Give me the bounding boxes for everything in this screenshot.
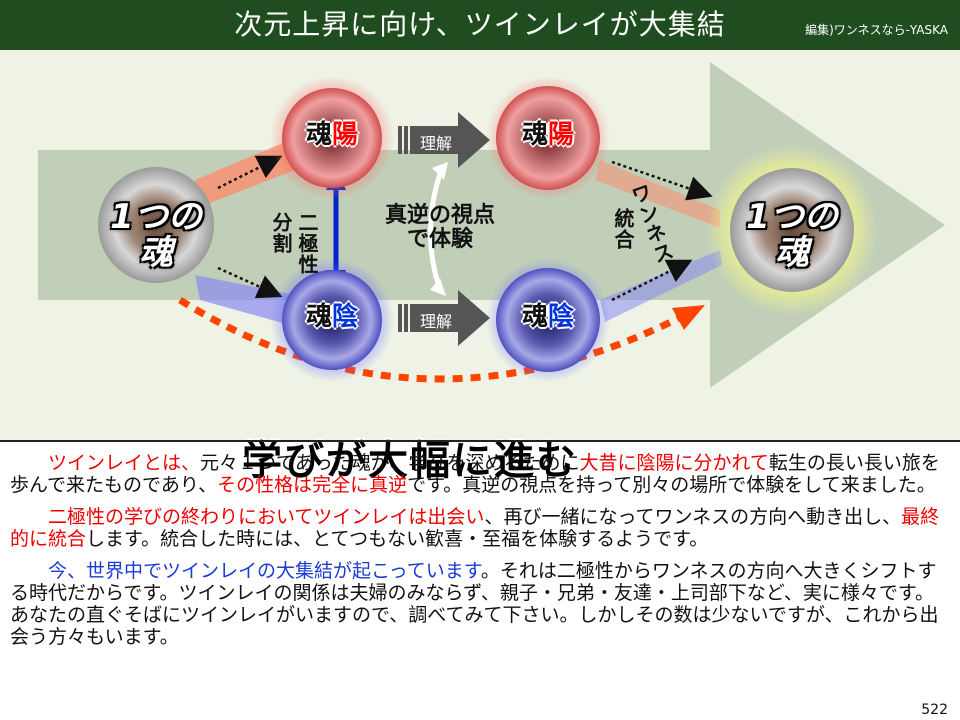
body-text: ツインレイとは、元々１つであった魂が、学びを深めるために大昔に陰陽に分かれて転生… — [10, 452, 940, 658]
white-curve-arrow — [428, 167, 445, 291]
right-soul-label: 1つの魂 — [746, 197, 838, 273]
integration-label: 統合 — [611, 208, 635, 250]
orb-one-soul-left — [98, 167, 214, 283]
paragraph-3: 今、世界中でツインレイの大集結が起こっています。それは二極性からワンネスの方向へ… — [10, 560, 939, 648]
arrow-to-yang — [217, 155, 283, 190]
understanding-arrow-top — [398, 112, 490, 168]
diagram-graphics — [38, 62, 945, 388]
yin-right-label: 魂陰 — [521, 302, 575, 332]
learning-caption: 学びが大幅に進む — [242, 438, 578, 484]
big-red-arrow — [178, 297, 687, 383]
orb-yin-right — [496, 268, 600, 372]
paragraph-2: 二極性の学びの終わりにおいてツインレイは出会い、再び一緒になってワンネスの方向へ… — [10, 506, 940, 550]
understanding-label-bottom: 理解 — [420, 312, 453, 331]
slide-title: 次元上昇に向け、ツインレイが大集結 — [234, 8, 726, 41]
duality-label: 二極性 — [295, 212, 319, 275]
blue-wedge-left — [195, 275, 295, 325]
arrow-to-yin — [217, 266, 283, 299]
opposite-view-label: 真逆の視点で体験 — [384, 203, 495, 252]
diagram-area: 1つの魂 1つの魂 魂陽 魂陰 魂陽 魂陰 理解 理解 二極性 分割 真逆の視点… — [0, 50, 960, 484]
orb-yang-left — [282, 88, 382, 188]
left-soul-label: 1つの魂 — [110, 197, 202, 273]
understanding-arrow-bottom — [398, 290, 490, 346]
red-wedge-right — [595, 160, 720, 228]
title-bar: 次元上昇に向け、ツインレイが大集結 編集)ワンネスなら-YASKA — [0, 0, 960, 50]
understanding-label-top: 理解 — [420, 134, 453, 153]
page-number: 522 — [921, 702, 948, 718]
section-divider — [0, 440, 960, 442]
background-arrow — [38, 62, 945, 388]
orb-yang-right — [496, 86, 600, 190]
orb-one-soul-right — [730, 168, 854, 292]
split-label: 分割 — [269, 212, 293, 254]
arrow-yang-to-one — [611, 160, 713, 201]
arrow-yin-to-one — [611, 259, 693, 302]
yin-left-label: 魂陰 — [305, 302, 359, 332]
yang-right-label: 魂陽 — [521, 120, 575, 150]
paragraph-1: ツインレイとは、元々１つであった魂が、学びを深めるために大昔に陰陽に分かれて転生… — [10, 452, 940, 496]
yang-left-label: 魂陽 — [305, 120, 359, 150]
credit-text: 編集)ワンネスなら-YASKA — [805, 23, 948, 37]
orb-yin-left — [282, 270, 382, 370]
